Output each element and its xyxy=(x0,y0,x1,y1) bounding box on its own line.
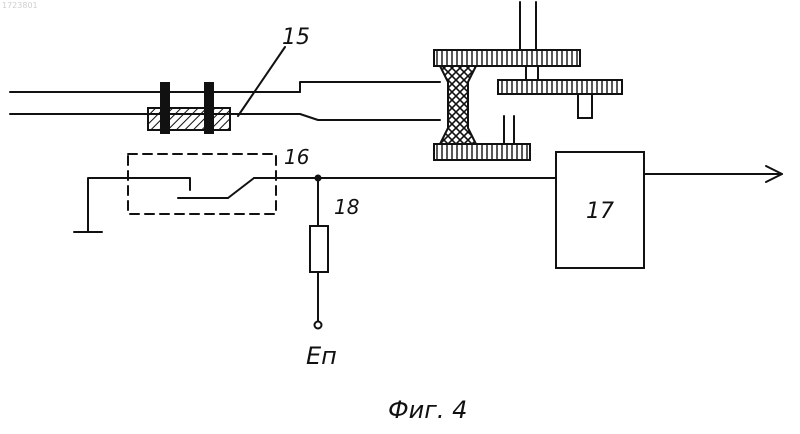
figure-caption: Фиг. 4 xyxy=(388,396,467,424)
switch-16 xyxy=(74,178,254,232)
ref-label-18: 18 xyxy=(334,195,359,219)
supply-label: Eп xyxy=(306,342,337,370)
leader-15 xyxy=(238,47,285,116)
ref-label-16: 16 xyxy=(284,145,309,169)
supply-terminal xyxy=(315,322,322,329)
resistor-18 xyxy=(310,178,328,322)
signal-line xyxy=(254,166,782,182)
ref-label-17: 17 xyxy=(586,199,614,224)
ref-label-15: 15 xyxy=(282,25,310,50)
switch-enclosure-16 xyxy=(128,154,276,214)
watermark-text: 1723801 xyxy=(2,1,38,10)
gear-train xyxy=(434,2,622,160)
sensor-15 xyxy=(148,82,230,134)
